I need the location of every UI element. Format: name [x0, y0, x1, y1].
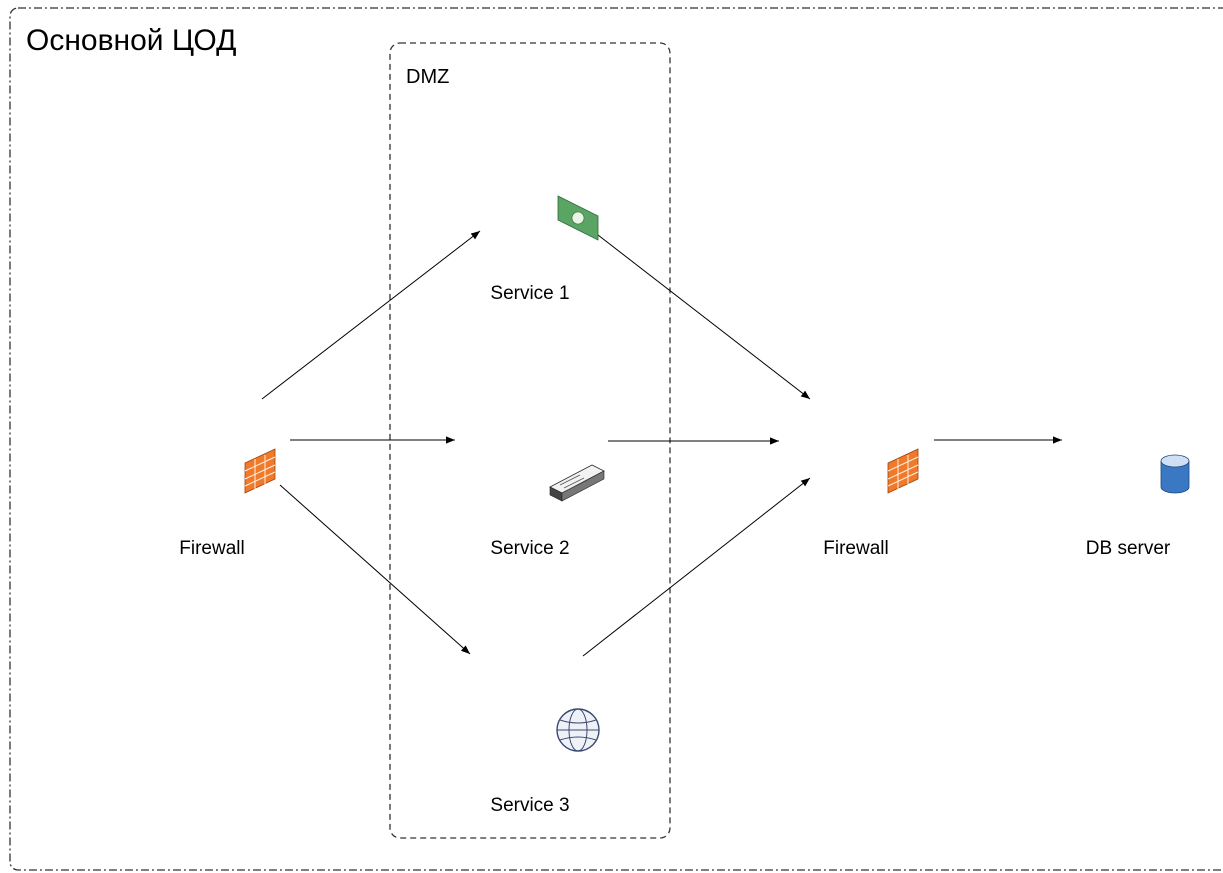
datacenter-boundary	[9, 7, 1223, 871]
node-db-server[interactable]	[1049, 374, 1190, 494]
node-service1[interactable]	[451, 117, 599, 241]
node-service2[interactable]	[451, 374, 605, 502]
firewall-icon	[887, 448, 919, 494]
node-service3[interactable]	[451, 631, 600, 752]
firewall-in-label: Firewall	[179, 538, 245, 559]
database-icon	[1160, 454, 1190, 494]
db-server-label: DB server	[1085, 538, 1171, 559]
firewall-icon	[244, 448, 276, 494]
edge-service3-to-firewall	[582, 477, 811, 657]
node-firewall-out[interactable]	[779, 374, 919, 494]
card-icon	[557, 195, 599, 241]
connectors	[261, 230, 1062, 657]
node-firewall-in[interactable]	[134, 374, 276, 494]
edge-service1-to-firewall	[597, 234, 811, 400]
diagram-title: Основной ЦОД	[26, 24, 237, 57]
firewall-out-label: Firewall	[823, 538, 889, 559]
service3-label: Service 3	[490, 795, 570, 816]
globe-icon	[556, 708, 600, 752]
network-card-icon	[549, 464, 605, 502]
edge-firewall-to-service3	[279, 484, 471, 655]
service2-label: Service 2	[490, 538, 570, 559]
service1-label: Service 1	[490, 283, 570, 304]
dmz-zone-label: DMZ	[406, 66, 450, 88]
edge-firewall-to-service1	[261, 230, 481, 400]
